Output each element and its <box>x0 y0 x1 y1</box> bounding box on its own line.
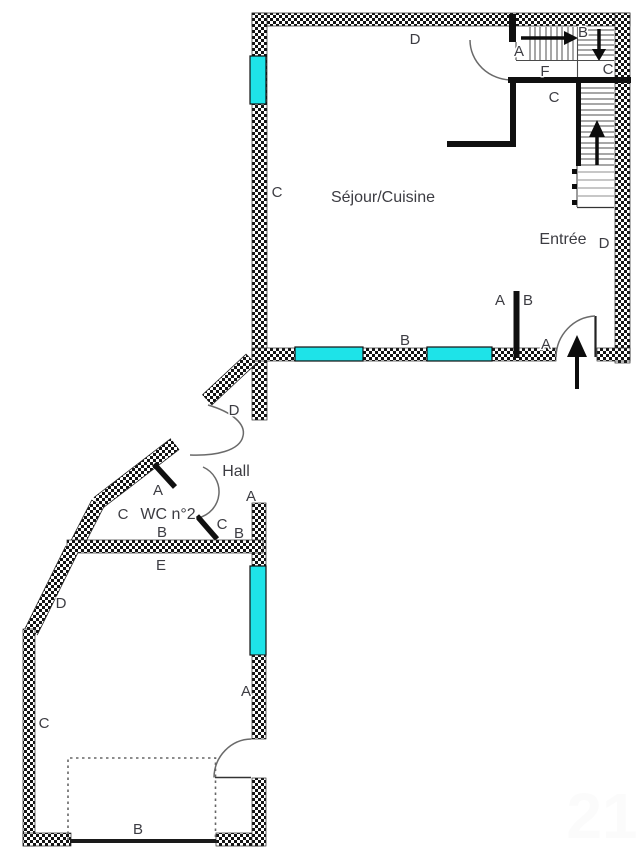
wall-label-c-left: C <box>272 184 283 201</box>
stair-label-b: B <box>578 24 588 41</box>
entrance-label-a: A <box>541 336 551 353</box>
corridor-label-d: D <box>229 402 240 419</box>
room2-wall-label-c: C <box>39 715 50 732</box>
room2-door-leaf-c <box>194 514 220 541</box>
wall-right <box>614 12 631 364</box>
terrace-dashed-outline <box>67 757 217 840</box>
landing-label-f: F <box>540 63 549 80</box>
wall-top <box>251 12 631 27</box>
room2-wall-label-a: A <box>241 683 251 700</box>
break-dot <box>572 184 577 189</box>
watermark: 21 <box>566 780 637 852</box>
wall-label-d-entry: D <box>599 235 610 252</box>
middle-section <box>69 353 267 568</box>
room2-diagonal-wall-fill <box>25 546 78 635</box>
room2-bottom-wall-left <box>22 832 72 847</box>
room2-label-b: B <box>234 525 244 542</box>
stair-arrow-down-icon <box>592 49 606 61</box>
room-label-wc: WC n°2 <box>140 506 195 523</box>
room2-top-wall <box>66 539 264 554</box>
wc-wall-label-c: C <box>118 506 129 523</box>
room2-right-wall-low <box>251 777 267 847</box>
window-bottom-1 <box>294 346 364 362</box>
lower-section <box>22 539 267 847</box>
window-bottom-2 <box>426 346 493 362</box>
closet-label-c: C <box>549 89 560 106</box>
hall-label-a: A <box>246 488 256 505</box>
corridor-diagonal-wall-fill <box>202 354 256 405</box>
entrance-door-arc <box>555 315 596 358</box>
corridor-door-arc <box>189 404 245 456</box>
window-room2 <box>249 565 267 656</box>
wc-door-leaf-a <box>151 462 178 489</box>
window-left-wall <box>249 55 267 105</box>
stair-flight-lower <box>572 82 614 209</box>
wall-bottom-right-part <box>596 347 631 362</box>
partition-label-a: A <box>495 292 505 309</box>
room2-right-wall-mid <box>251 654 267 740</box>
wall-left <box>251 12 268 421</box>
partition-label-b: B <box>523 292 533 309</box>
stair-arrow-right-icon <box>564 31 578 45</box>
break-dot <box>572 200 577 205</box>
break-dot <box>572 169 577 174</box>
stair-flight-b <box>578 29 614 61</box>
room2-door-arc <box>213 738 252 778</box>
stair-label-a: A <box>514 43 524 60</box>
window-label-b: B <box>400 332 410 349</box>
entrance-arrow-icon <box>567 335 587 357</box>
stair-arrow-up-icon <box>589 120 605 137</box>
room2-bottom-label-b: B <box>133 821 143 838</box>
wall-label-e: E <box>156 557 166 574</box>
labels: D C Séjour/Cuisine A B F C C Entrée D B … <box>37 23 615 840</box>
wall-label-d-top: D <box>410 31 421 48</box>
upper-section <box>249 12 631 421</box>
room2-door-label-c: C <box>217 516 228 533</box>
staircase <box>469 14 631 209</box>
stair-flight-a <box>521 27 578 60</box>
wc-diagonal-wall-1-fill <box>94 438 179 509</box>
room2-wall-label-d: D <box>56 595 67 612</box>
wc-door-arc <box>197 466 220 519</box>
room2-left-wall <box>22 628 36 847</box>
hall-right-wall <box>251 502 267 568</box>
wc-label-b: B <box>157 524 167 541</box>
room-label-entry: Entrée <box>539 231 586 248</box>
wc-door-label-a: A <box>153 482 163 499</box>
wc-diagonal-wall-2-fill <box>70 500 104 549</box>
room2-bottom-bay <box>70 839 216 843</box>
room-label-living: Séjour/Cuisine <box>331 189 435 206</box>
stair-door-arc <box>469 39 513 81</box>
room-label-hall: Hall <box>222 463 250 480</box>
landing-label-c: C <box>603 61 614 78</box>
